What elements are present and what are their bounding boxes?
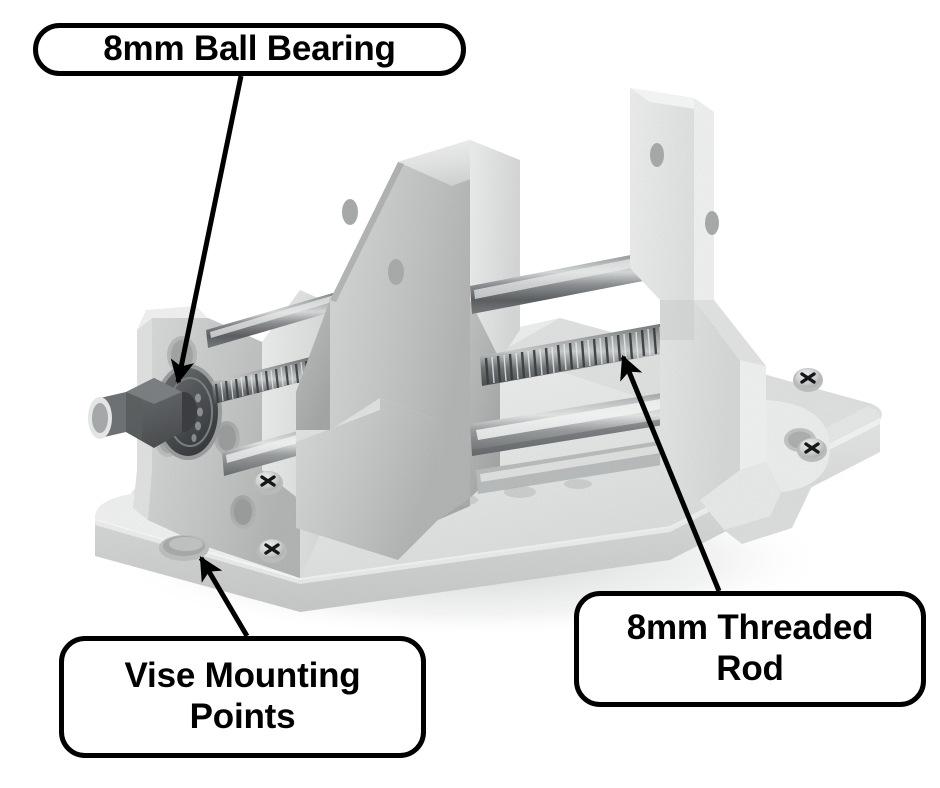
callout-threaded-rod[interactable]: 8mm Threaded Rod [574,591,926,707]
screw-group [253,368,827,563]
callout-ball-bearing[interactable]: 8mm Ball Bearing [33,23,466,76]
callout-vise-mounting-label: Vise Mounting Points [124,656,361,736]
jaw-hole [342,199,358,225]
base-underside-detail [442,479,592,506]
vise-mounting-hole-left [159,535,209,561]
callout-vise-mounting[interactable]: Vise Mounting Points [59,636,426,758]
hex-nut [88,378,182,448]
screw [257,539,287,563]
screw [793,368,823,392]
jaw-hole [388,259,404,285]
screw [253,471,283,495]
screw [797,438,827,462]
callout-threaded-rod-label: 8mm Threaded Rod [626,608,874,688]
callout-ball-bearing-label: 8mm Ball Bearing [103,29,396,69]
support-hole [705,211,719,235]
support-hole [650,143,664,167]
